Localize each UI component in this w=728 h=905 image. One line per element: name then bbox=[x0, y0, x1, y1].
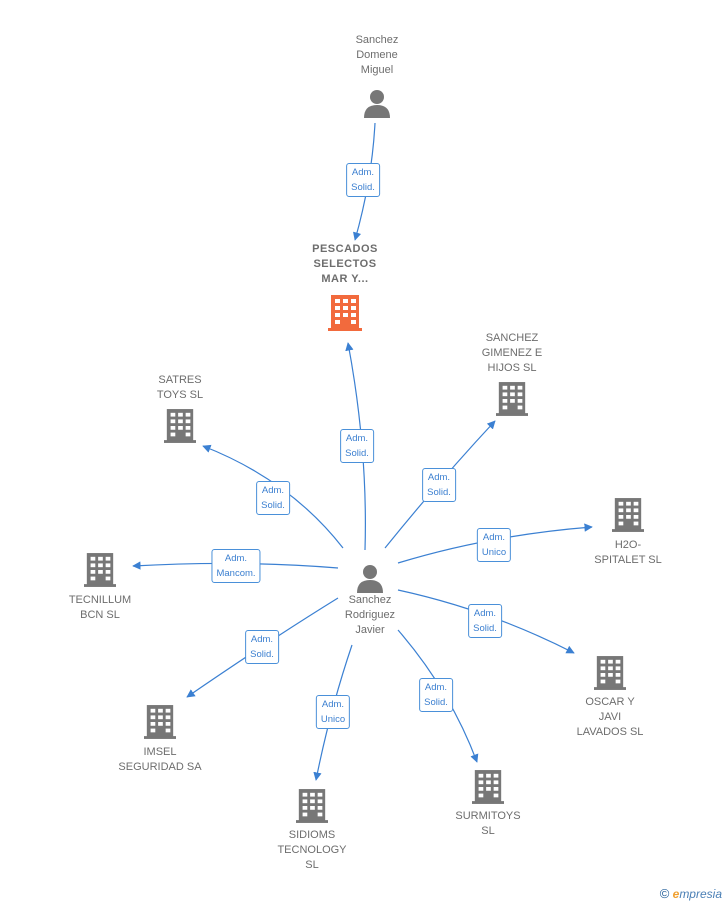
person-node-center[interactable]: Sanchez Rodriguez Javier bbox=[320, 563, 420, 638]
company-name-h2o: H2O- SPITALET SL bbox=[594, 539, 662, 566]
company-name-imsel: IMSEL SEGURIDAD SA bbox=[118, 746, 202, 773]
edge-label-center-satres: Adm. Solid. bbox=[256, 481, 290, 515]
company-node-tecnillum[interactable]: TECNILLUM BCN SL bbox=[50, 553, 150, 623]
company-name-tecnillum: TECNILLUM BCN SL bbox=[68, 594, 132, 621]
company-node-h2o[interactable]: H2O- SPITALET SL bbox=[578, 498, 678, 568]
company-name-oscar: OSCAR Y JAVI LAVADOS SL bbox=[576, 696, 644, 738]
building-icon bbox=[296, 789, 328, 823]
brand-watermark: © empresia bbox=[660, 886, 722, 901]
company-node-focus[interactable]: PESCADOS SELECTOS MAR Y... bbox=[290, 242, 400, 331]
brand-logo-text: mpresia bbox=[679, 887, 722, 901]
company-name-satres: SATRES TOYS SL bbox=[156, 374, 204, 401]
company-name-sanchez-gimenez: SANCHEZ GIMENEZ E HIJOS SL bbox=[481, 332, 543, 374]
person-icon bbox=[357, 565, 383, 593]
company-node-oscar[interactable]: OSCAR Y JAVI LAVADOS SL bbox=[560, 656, 660, 740]
person-node-top[interactable]: Sanchez Domene Miguel bbox=[325, 33, 429, 118]
person-name-top: Sanchez Domene Miguel bbox=[355, 34, 399, 76]
company-node-satres[interactable]: SATRES TOYS SL bbox=[130, 373, 230, 443]
edge-label-center-imsel: Adm. Solid. bbox=[245, 630, 279, 664]
company-node-sidioms[interactable]: SIDIOMS TECNOLOGY SL bbox=[262, 789, 362, 873]
building-icon bbox=[328, 295, 362, 331]
building-icon bbox=[612, 498, 644, 532]
company-name-focus: PESCADOS SELECTOS MAR Y... bbox=[312, 243, 378, 285]
edge-label-center-tecnillum: Adm. Mancom. bbox=[211, 549, 261, 583]
person-icon bbox=[364, 90, 390, 118]
company-node-imsel[interactable]: IMSEL SEGURIDAD SA bbox=[108, 705, 212, 775]
edge-label-center-surmitoys: Adm. Solid. bbox=[419, 678, 453, 712]
building-icon bbox=[594, 656, 626, 690]
person-name-center: Sanchez Rodriguez Javier bbox=[344, 594, 396, 636]
brand-logo-letter: e bbox=[672, 887, 680, 901]
edge-label-center-oscar: Adm. Solid. bbox=[468, 604, 502, 638]
copyright-icon: © bbox=[659, 886, 670, 901]
edge-label-center-h2o: Adm. Unico bbox=[476, 528, 512, 562]
company-name-surmitoys: SURMITOYS SL bbox=[455, 810, 521, 837]
edge-label-center-focus: Adm. Solid. bbox=[340, 429, 374, 463]
building-icon bbox=[84, 553, 116, 587]
building-icon bbox=[164, 409, 196, 443]
company-name-sidioms: SIDIOMS TECNOLOGY SL bbox=[277, 829, 347, 871]
building-icon bbox=[496, 382, 528, 416]
building-icon bbox=[472, 770, 504, 804]
edge-label-top-focus: Adm. Solid. bbox=[346, 163, 380, 197]
edge-label-center-sidioms: Adm. Unico bbox=[315, 695, 351, 729]
edge-label-center-sanchez-gimenez: Adm. Solid. bbox=[422, 468, 456, 502]
building-icon bbox=[144, 705, 176, 739]
company-node-sanchez-gimenez[interactable]: SANCHEZ GIMENEZ E HIJOS SL bbox=[462, 331, 562, 416]
company-node-surmitoys[interactable]: SURMITOYS SL bbox=[438, 770, 538, 839]
